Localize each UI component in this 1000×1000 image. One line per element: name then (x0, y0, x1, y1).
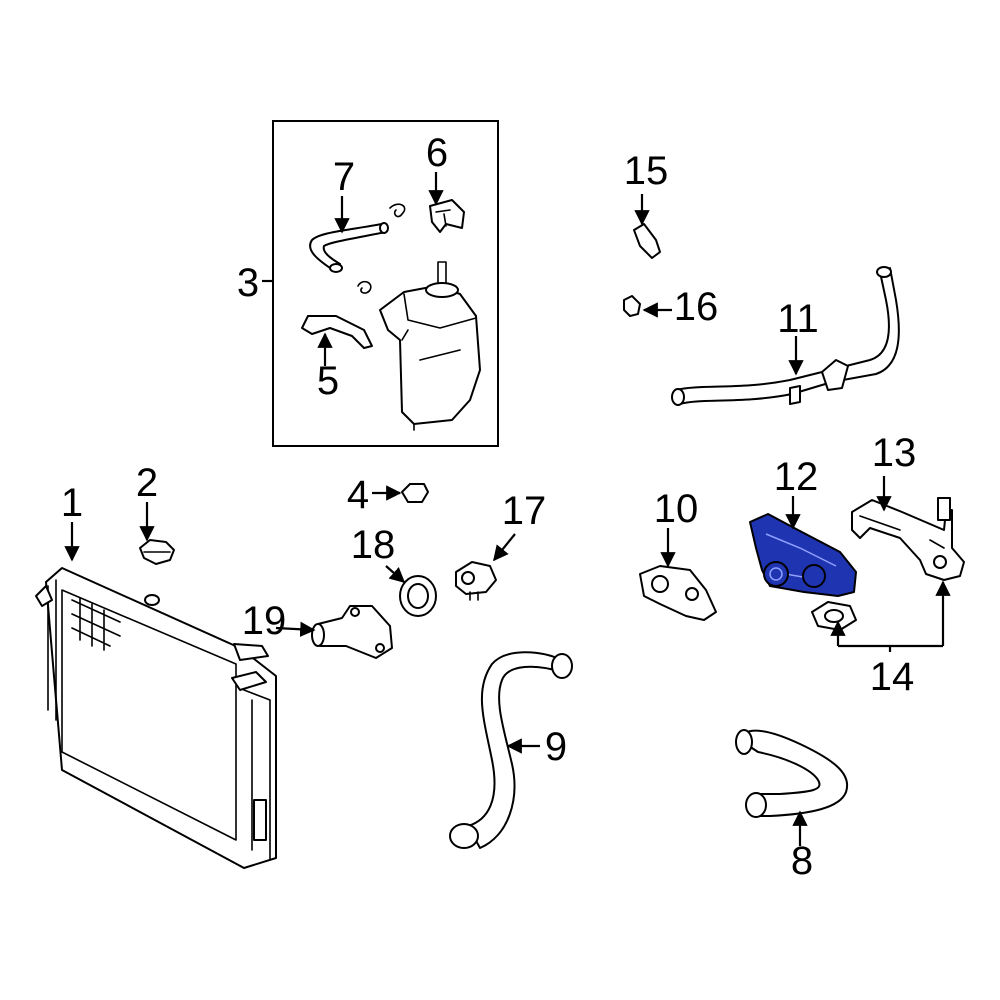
callout-13: 13 (872, 431, 917, 475)
callout-17: 17 (502, 489, 547, 533)
callout-19: 19 (242, 599, 287, 643)
reservoir-mount-bracket-part[interactable] (301, 315, 373, 349)
callout-9: 9 (545, 725, 567, 769)
callout-4: 4 (347, 473, 369, 517)
callout-15: 15 (624, 149, 669, 193)
outlet-gasket-part[interactable] (811, 601, 857, 631)
water-outlet-pipe-part[interactable] (851, 497, 965, 581)
thermostat-gasket-part[interactable] (399, 575, 437, 617)
callout-2: 2 (136, 461, 158, 505)
water-inlet-housing-part[interactable] (639, 565, 717, 621)
lower-radiator-hose-part[interactable] (449, 651, 573, 849)
radiator-cap-part[interactable] (139, 539, 175, 565)
callout-14: 14 (870, 655, 915, 699)
bypass-plug-part[interactable] (623, 295, 641, 317)
reservoir-kit-group-box (272, 120, 499, 447)
callout-10: 10 (654, 487, 699, 531)
hose-clamp-upper[interactable] (389, 203, 406, 218)
temperature-sensor-part[interactable] (633, 223, 661, 259)
callout-6: 6 (426, 131, 448, 175)
callout-12: 12 (774, 455, 819, 499)
callout-18: 18 (351, 523, 396, 567)
water-inlet-highlighted-part[interactable] (749, 513, 857, 597)
thermostat-part[interactable] (455, 561, 497, 601)
callout-11: 11 (777, 297, 819, 341)
drain-plug-part[interactable] (401, 483, 429, 503)
callout-5: 5 (317, 359, 339, 403)
hose-clamp-lower[interactable] (357, 280, 372, 294)
callout-3: 3 (237, 261, 259, 305)
callout-8: 8 (791, 839, 813, 883)
water-bypass-pipe-part[interactable] (671, 266, 900, 406)
reservoir-bracket-part[interactable] (429, 199, 465, 233)
reservoir-hose-part[interactable] (309, 222, 389, 273)
callout-7: 7 (333, 155, 355, 199)
callout-16: 16 (674, 285, 719, 329)
callout-1: 1 (61, 481, 83, 525)
water-outlet-part[interactable] (311, 605, 393, 659)
coolant-reservoir-tank[interactable] (379, 261, 481, 431)
radiator-part[interactable] (35, 567, 277, 869)
upper-radiator-hose-part[interactable] (735, 729, 849, 818)
